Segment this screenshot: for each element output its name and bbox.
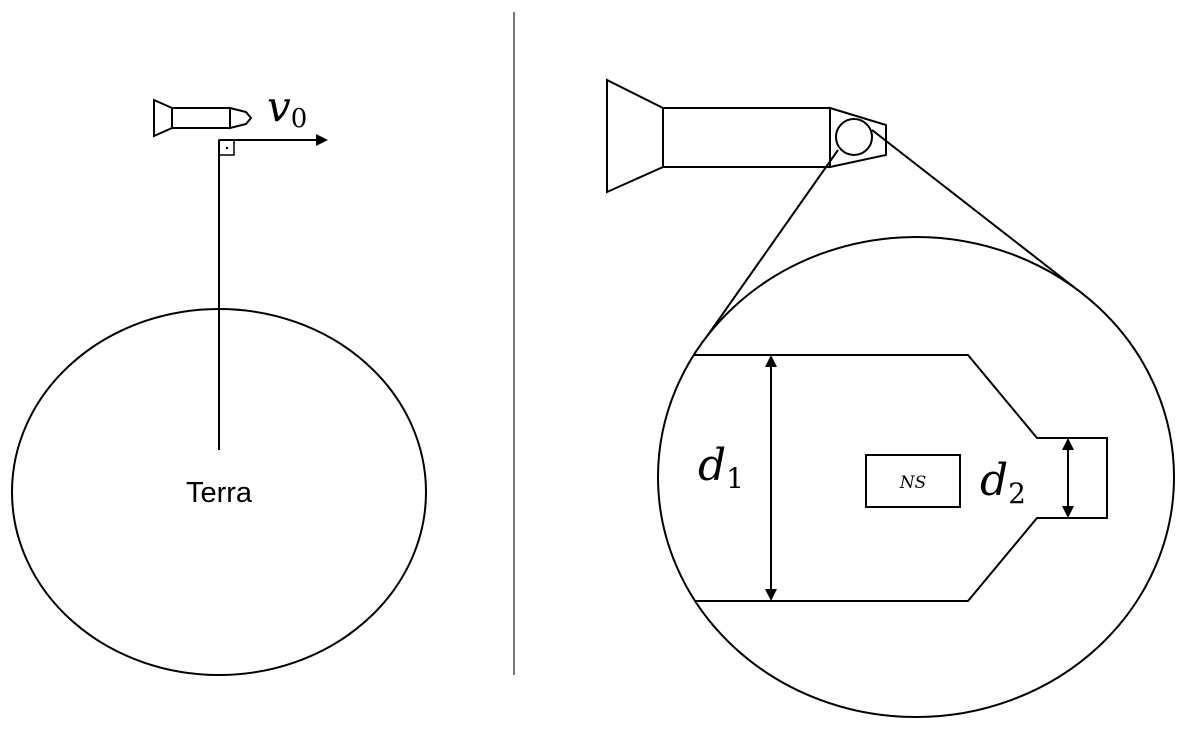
- right-angle-dot: [225, 146, 229, 150]
- small-rocket: [153, 98, 253, 138]
- rocket-body: [662, 107, 831, 168]
- left-panel: v0 Terra: [11, 82, 427, 676]
- earth-label: Terra: [186, 477, 253, 509]
- ns-box: [865, 454, 961, 508]
- d1-label: d1: [698, 440, 744, 495]
- rocket-nozzle: [606, 78, 664, 194]
- rocket-tip: [829, 106, 887, 169]
- zoom-connector-left: [702, 149, 839, 343]
- large-rocket: [606, 78, 887, 194]
- right-panel: d1 d2 NS: [606, 78, 1175, 718]
- d2-label: d2: [980, 455, 1026, 510]
- zoom-view-circle: [657, 236, 1175, 718]
- nozzle-profile: [658, 354, 1108, 602]
- zoom-focus-circle: [835, 118, 873, 156]
- ns-label: NS: [899, 473, 927, 493]
- zoom-connector-right: [871, 129, 1076, 289]
- velocity-label: v0: [267, 82, 307, 134]
